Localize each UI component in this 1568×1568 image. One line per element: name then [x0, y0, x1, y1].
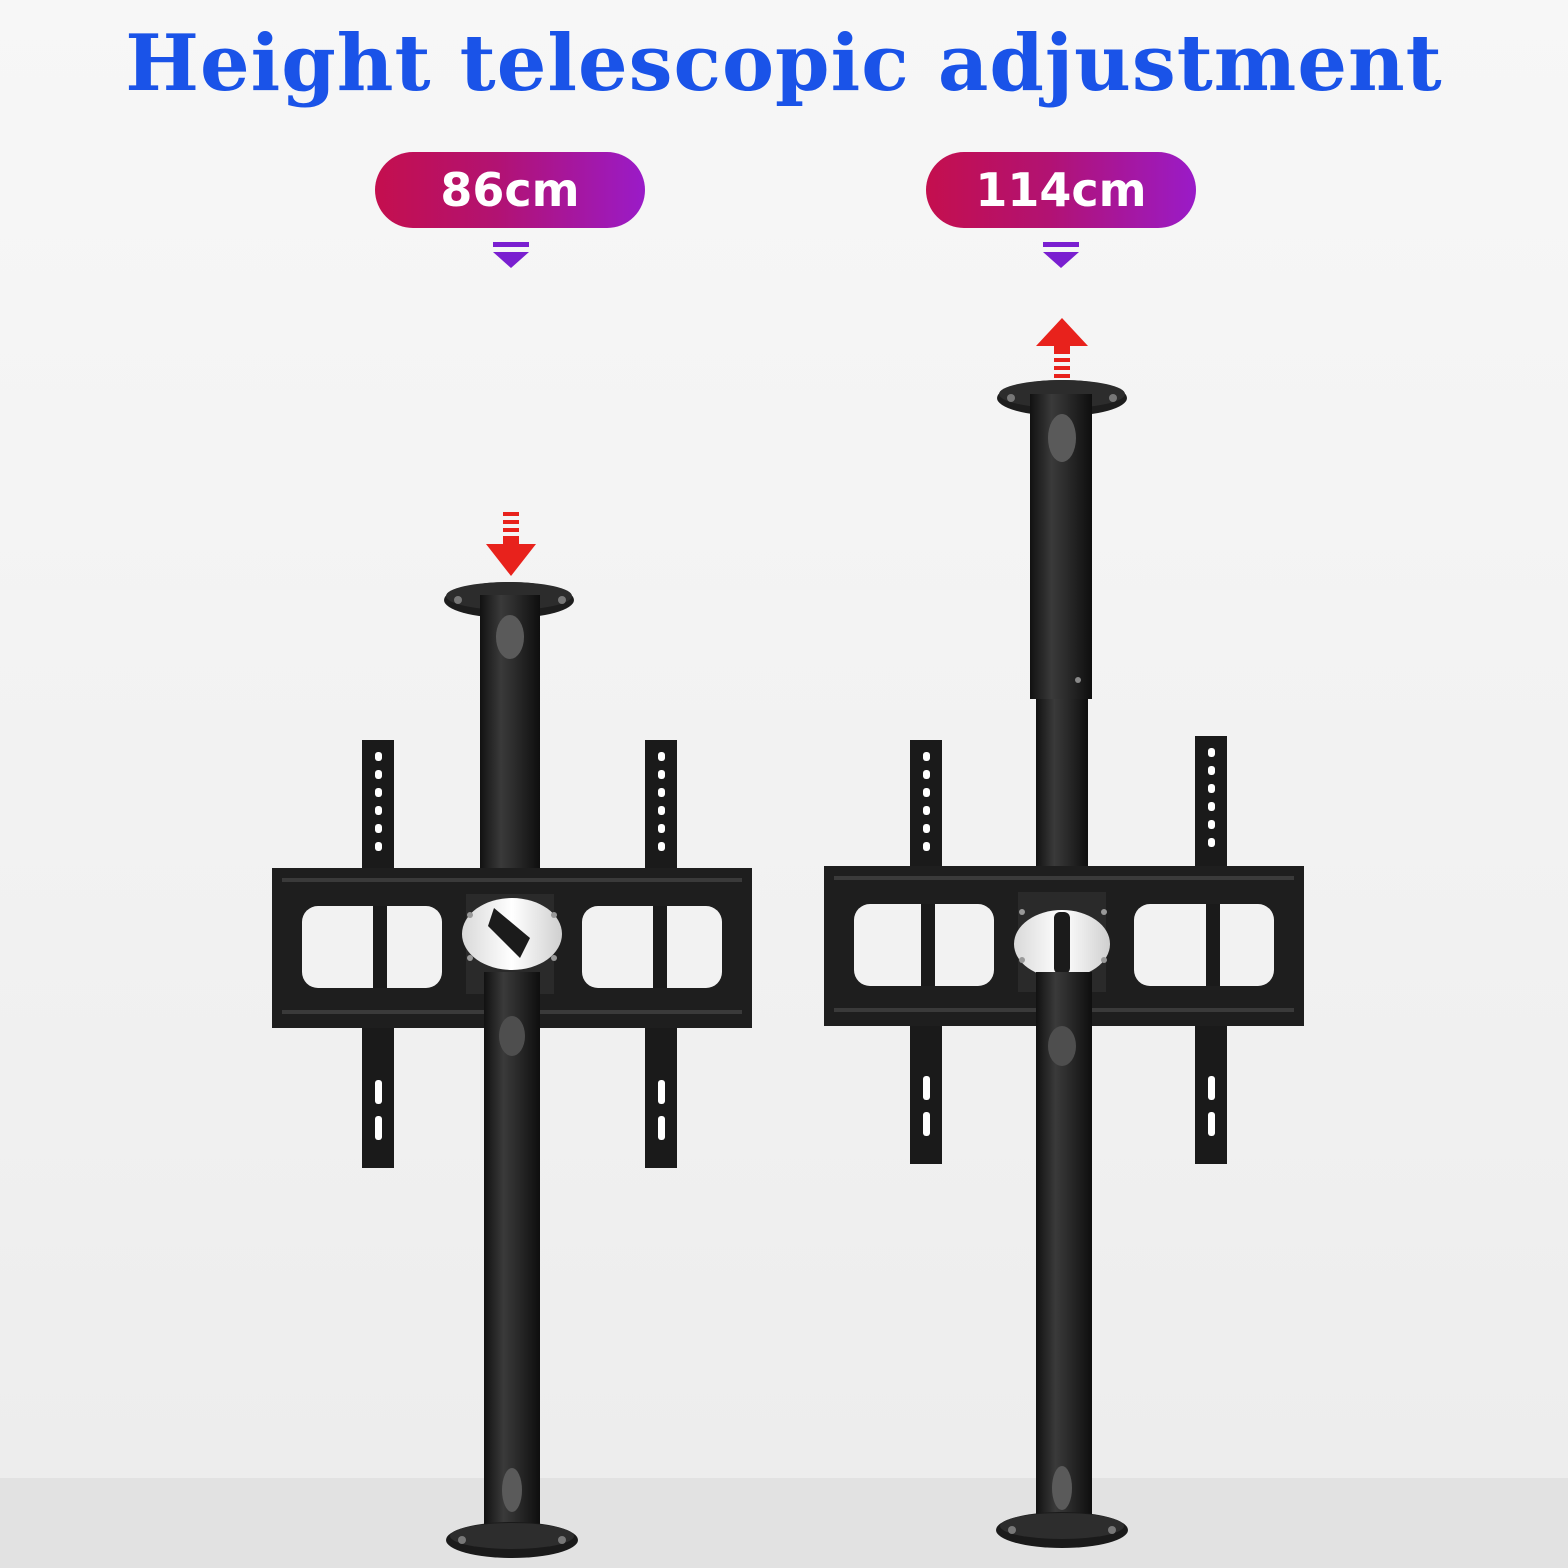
- headline: Height telescopic adjustment: [125, 18, 1443, 109]
- height-badge-left: 86cm: [375, 152, 645, 228]
- mount-right: [824, 318, 1304, 1548]
- height-badge-right: 114cm: [926, 152, 1196, 228]
- pointer-down-icon: [1043, 242, 1079, 268]
- pointer-down-icon: [493, 242, 529, 268]
- arrow-down-icon: [486, 512, 536, 576]
- arrow-up-icon: [1036, 318, 1088, 378]
- floor-surface: [0, 1478, 1568, 1568]
- mount-left: [272, 512, 752, 1558]
